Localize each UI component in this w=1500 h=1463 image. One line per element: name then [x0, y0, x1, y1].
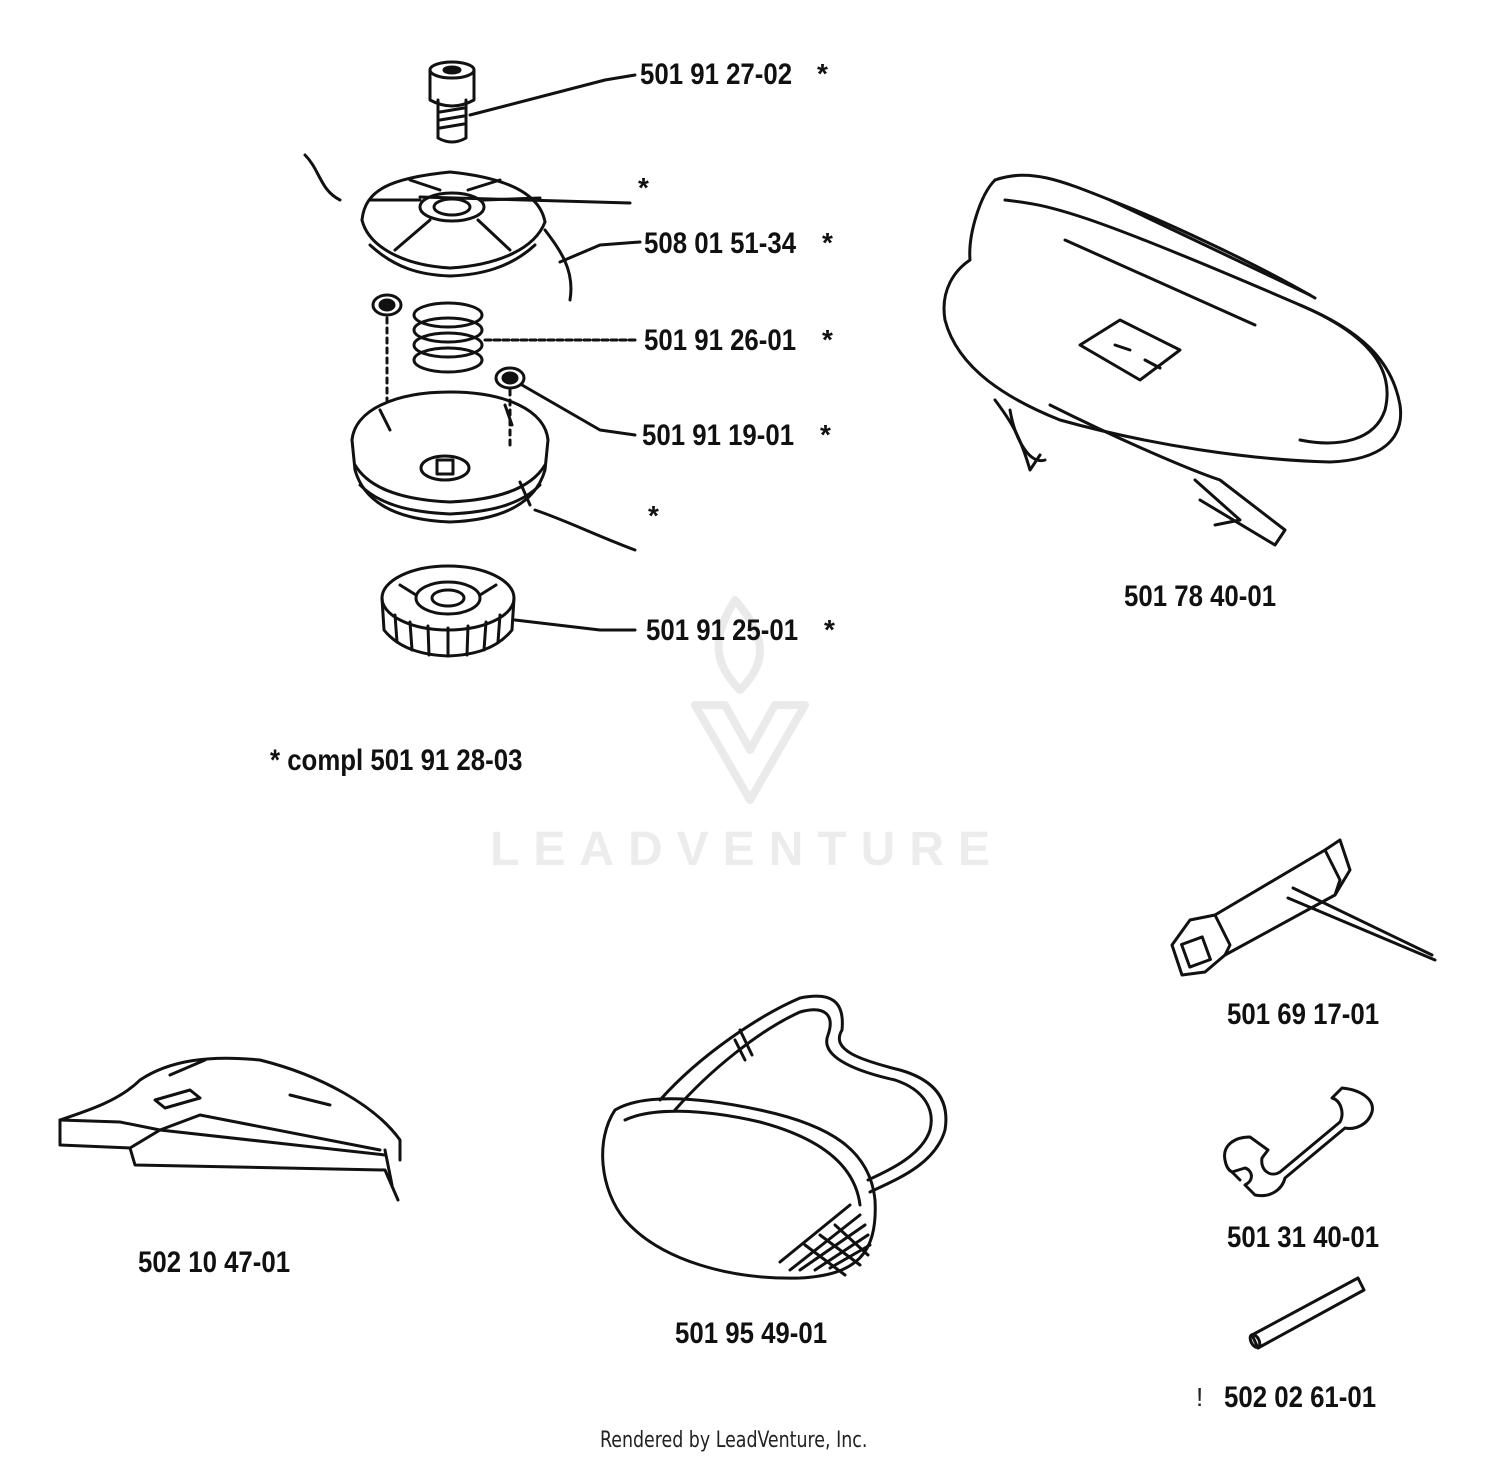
open-wrench-drawing	[1223, 1086, 1374, 1198]
label-pin: 502 02 61-01	[1224, 1381, 1377, 1414]
knob-drawing	[380, 564, 516, 658]
leader-trimmer-star	[418, 195, 632, 205]
leader-trimmer	[558, 240, 642, 264]
label-guard: 502 10 47-01	[138, 1246, 291, 1279]
leader-screw	[468, 73, 637, 117]
star-spring: *	[822, 324, 833, 355]
label-open-wrench: 501 31 40-01	[1227, 1221, 1380, 1254]
spring-drawing	[412, 301, 484, 374]
star-trimmer-head: *	[822, 227, 833, 258]
label-screw: 501 91 27-02	[640, 58, 793, 91]
star-screw: *	[817, 58, 828, 89]
star-trimmer-cover: *	[638, 172, 649, 203]
label-combination-wrench: 501 69 17-01	[1227, 998, 1380, 1031]
label-harness: 501 78 40-01	[1124, 580, 1277, 613]
guard-drawing	[58, 1056, 402, 1202]
watermark-logo	[691, 596, 809, 804]
label-trimmer-head: 508 01 51-34	[644, 227, 797, 260]
label-knob: 501 91 25-01	[646, 614, 799, 647]
label-goggles: 501 95 49-01	[675, 1317, 828, 1350]
label-spring: 501 91 26-01	[644, 324, 797, 357]
spool-housing-drawing	[350, 390, 550, 524]
screw-drawing	[428, 60, 476, 144]
combination-wrench-drawing	[1170, 838, 1437, 977]
star-spool: *	[648, 500, 659, 531]
pin-drawing	[1248, 1276, 1366, 1350]
leader-spool-star	[533, 508, 637, 552]
eyelet-right-drawing	[494, 366, 526, 452]
goggles-drawing	[601, 994, 948, 1280]
label-eyelet: 501 91 19-01	[642, 419, 795, 452]
star-eyelet: *	[820, 419, 831, 450]
kit-note: * compl 501 91 28-03	[270, 744, 523, 777]
exclamation-mark: !	[1196, 1382, 1204, 1412]
leader-knob	[513, 618, 637, 632]
watermark-text: LEADVENTURE	[490, 823, 1005, 876]
eyelet-left-drawing	[371, 293, 403, 402]
trimmer-head-drawing	[303, 153, 573, 302]
footer-credit: Rendered by LeadVenture, Inc.	[600, 1428, 868, 1453]
leader-eyelet	[520, 383, 637, 437]
harness-drawing	[942, 173, 1403, 547]
star-knob: *	[824, 614, 835, 645]
